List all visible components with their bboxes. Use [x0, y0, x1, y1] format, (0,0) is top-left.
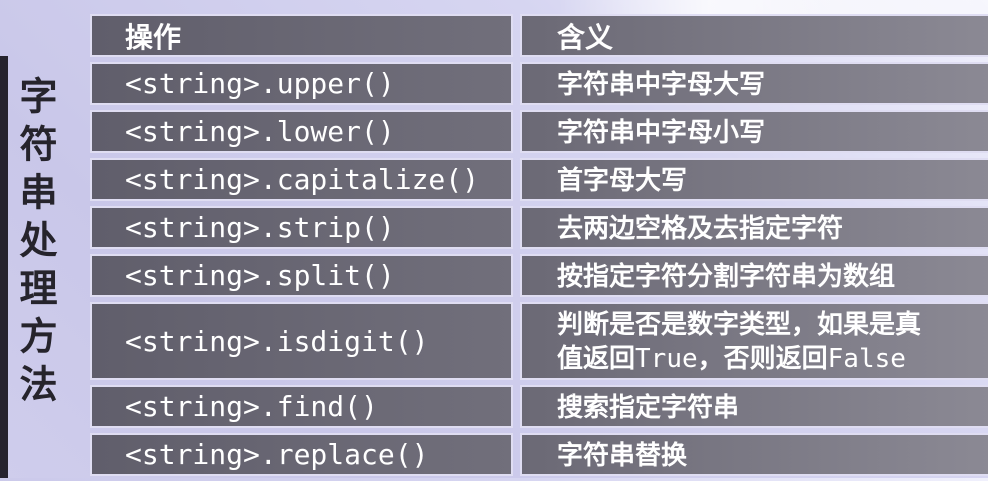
- meaning-cell: 首字母大写: [520, 158, 988, 201]
- operation-cell: <string>.replace(): [90, 433, 513, 476]
- meaning-cell: 字符串中字母小写: [520, 110, 988, 153]
- left-edge-strip: [0, 56, 8, 478]
- string-methods-table: 操作 含义 <string>.upper()字符串中字母大写<string>.l…: [90, 14, 988, 481]
- table-row: <string>.replace()字符串替换: [90, 433, 988, 476]
- meaning-cell: 搜索指定字符串: [520, 385, 988, 428]
- meaning-cell: 去两边空格及去指定字符: [520, 206, 988, 249]
- code-literal: False: [827, 343, 906, 374]
- table-row: <string>.upper()字符串中字母大写: [90, 62, 988, 105]
- table-row: <string>.find()搜索指定字符串: [90, 385, 988, 428]
- operation-cell: <string>.upper(): [90, 62, 513, 105]
- table-row: <string>.capitalize()首字母大写: [90, 158, 988, 201]
- table-row: <string>.strip()去两边空格及去指定字符: [90, 206, 988, 249]
- meaning-cell: 字符串替换: [520, 433, 988, 476]
- operation-cell: <string>.isdigit(): [90, 302, 513, 380]
- code-literal: True: [635, 343, 698, 374]
- operation-cell: <string>.capitalize(): [90, 158, 513, 201]
- table-header-row: 操作 含义: [90, 14, 988, 57]
- header-meaning: 含义: [520, 14, 988, 57]
- table-row: <string>.split()按指定字符分割字符串为数组: [90, 254, 988, 297]
- meaning-cell: 按指定字符分割字符串为数组: [520, 254, 988, 297]
- operation-cell: <string>.strip(): [90, 206, 513, 249]
- operation-cell: <string>.lower(): [90, 110, 513, 153]
- page-title: 字符串处理方法: [13, 76, 55, 412]
- meaning-cell: 判断是否是数字类型，如果是真值返回True，否则返回False: [520, 302, 988, 380]
- background-highlight: [558, 0, 988, 15]
- table-row: <string>.lower()字符串中字母小写: [90, 110, 988, 153]
- operation-cell: <string>.split(): [90, 254, 513, 297]
- table-row: <string>.isdigit()判断是否是数字类型，如果是真值返回True，…: [90, 302, 988, 380]
- operation-cell: <string>.find(): [90, 385, 513, 428]
- meaning-cell: 字符串中字母大写: [520, 62, 988, 105]
- header-operation: 操作: [90, 14, 513, 57]
